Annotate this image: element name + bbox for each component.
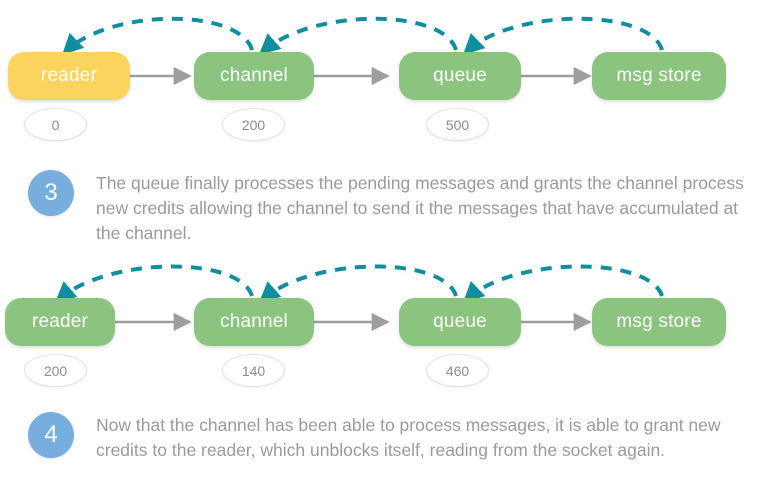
credit-value: 140 bbox=[241, 362, 266, 379]
credit-value: 500 bbox=[445, 116, 470, 133]
credit-value: 200 bbox=[43, 362, 68, 379]
credit-pill-reader-row1: 0 bbox=[24, 108, 87, 141]
node-label: reader bbox=[31, 311, 89, 332]
step-number-badge: 4 bbox=[28, 412, 74, 458]
credit-pill-reader-row2: 200 bbox=[24, 354, 87, 387]
step-number: 4 bbox=[44, 421, 58, 448]
node-label: reader bbox=[40, 65, 98, 86]
node-label: channel bbox=[220, 311, 288, 332]
node-msg-store-row1[interactable]: msg store bbox=[592, 52, 726, 100]
step-description: The queue finally processes the pending … bbox=[96, 173, 744, 243]
step-description: Now that the channel has been able to pr… bbox=[96, 415, 721, 460]
node-reader-row1[interactable]: reader bbox=[8, 52, 130, 100]
node-channel-row2[interactable]: channel bbox=[194, 298, 314, 346]
credit-value: 200 bbox=[241, 116, 266, 133]
node-msg-store-row2[interactable]: msg store bbox=[592, 298, 726, 346]
node-label: msg store bbox=[616, 311, 702, 332]
credit-pill-queue-row1: 500 bbox=[426, 108, 489, 141]
node-queue-row1[interactable]: queue bbox=[399, 52, 521, 100]
step-number-badge: 3 bbox=[28, 170, 74, 216]
node-label: channel bbox=[220, 65, 288, 86]
step-3: 3 The queue finally processes the pendin… bbox=[28, 170, 751, 246]
node-channel-row1[interactable]: channel bbox=[194, 52, 314, 100]
node-reader-row2[interactable]: reader bbox=[5, 298, 115, 346]
node-label: queue bbox=[433, 311, 487, 332]
node-label: msg store bbox=[616, 65, 702, 86]
step-4: 4 Now that the channel has been able to … bbox=[28, 412, 751, 463]
row1-credit-arcs bbox=[62, 16, 664, 55]
node-label: queue bbox=[433, 65, 487, 86]
row2-credit-arcs bbox=[54, 264, 664, 303]
credit-pill-channel-row1: 200 bbox=[222, 108, 285, 141]
credit-value: 460 bbox=[445, 362, 470, 379]
step-number: 3 bbox=[44, 179, 58, 206]
node-queue-row2[interactable]: queue bbox=[399, 298, 521, 346]
credit-pill-channel-row2: 140 bbox=[222, 354, 285, 387]
credit-pill-queue-row2: 460 bbox=[426, 354, 489, 387]
credit-value: 0 bbox=[51, 116, 60, 133]
